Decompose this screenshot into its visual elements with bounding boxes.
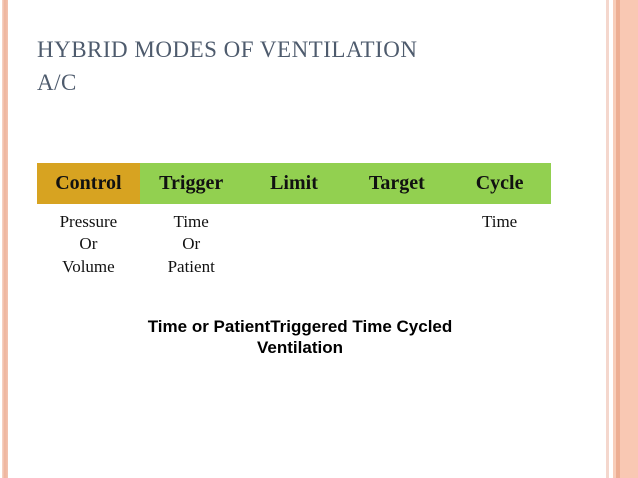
cell-trigger-line2: Or [182, 234, 201, 254]
slide-title-line2: A/C [37, 69, 77, 95]
header-cell-control: Control [37, 163, 140, 204]
cell-trigger-line3: Patient [167, 256, 215, 276]
table-caption-line2: Ventilation [257, 338, 343, 358]
cell-cycle: Time [448, 204, 551, 278]
cell-control-line2: Or [79, 234, 98, 254]
right-accent-block [620, 0, 638, 478]
header-cell-target: Target [345, 163, 449, 204]
cell-control-line1: Pressure [59, 212, 118, 231]
right-accent-stripe-2 [613, 0, 616, 478]
table-caption-line1: Time or PatientTriggered Time Cycled [147, 317, 453, 336]
table-caption: Time or PatientTriggered Time Cycled Ven… [140, 316, 460, 359]
cell-cycle-line1: Time [481, 212, 518, 231]
header-cell-trigger: Trigger [139, 163, 243, 204]
left-accent-bar [2, 0, 8, 478]
cell-trigger: Time Or Patient [140, 204, 243, 278]
header-cell-limit: Limit [242, 163, 346, 204]
cell-target [345, 204, 448, 278]
right-accent-stripe-3 [616, 0, 620, 478]
cell-limit [243, 204, 346, 278]
cell-control: Pressure Or Volume [37, 204, 140, 278]
right-accent-stripe-1 [606, 0, 609, 478]
cell-control-line3: Volume [62, 256, 115, 276]
slide-title: HYBRID MODES OF VENTILATION A/C [37, 34, 557, 99]
slide-title-line1: HYBRID MODES OF VENTILATION [37, 37, 418, 62]
header-cell-cycle: Cycle [448, 163, 551, 204]
ventilation-table: Control Trigger Limit Target Cycle Press… [37, 163, 551, 278]
cell-trigger-line1: Time [173, 212, 209, 231]
